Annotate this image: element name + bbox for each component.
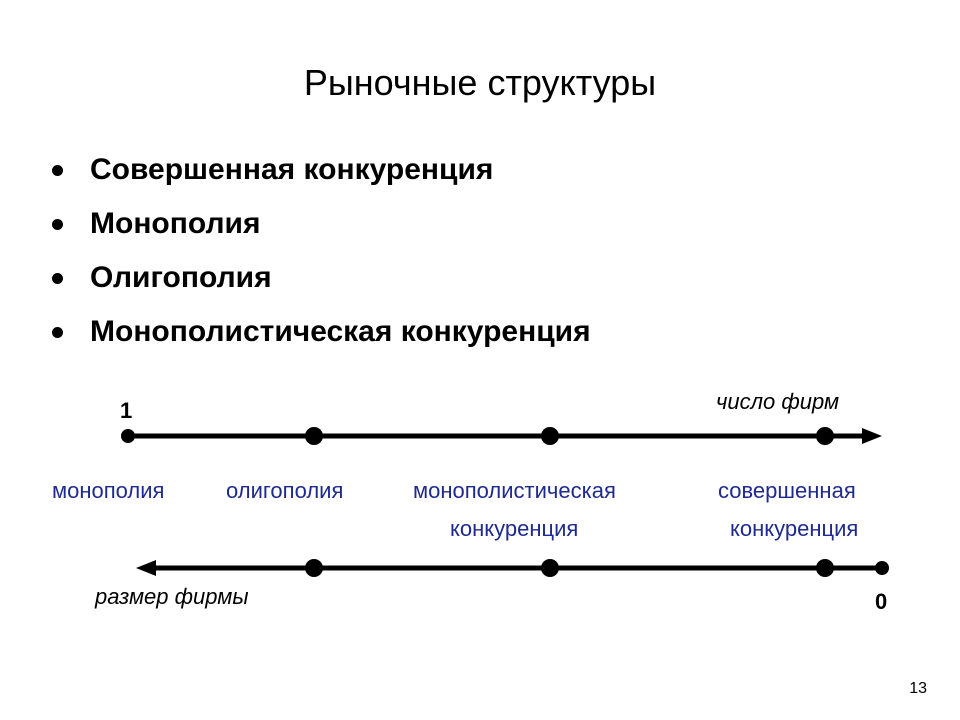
bullet-item-oligopoly: Олигополия — [44, 256, 591, 310]
bullet-icon — [52, 273, 63, 284]
label-monopolistic-line1: монополистическая — [413, 478, 616, 503]
top-axis-caption: число фирм — [716, 389, 840, 414]
slide-number: 13 — [909, 680, 927, 697]
bullet-list: Совершенная конкуренция Монополия Олигоп… — [44, 148, 591, 364]
bullet-icon — [52, 219, 63, 230]
bullet-item-monopoly: Монополия — [44, 202, 591, 256]
bullet-text: Монополистическая конкуренция — [90, 315, 591, 348]
top-axis-arrowhead — [862, 428, 882, 444]
bullet-text: Монополия — [90, 207, 261, 240]
bottom-axis-end-label: 0 — [875, 589, 888, 614]
bullet-text: Совершенная конкуренция — [90, 153, 494, 186]
bottom-axis-point-monopolistic — [541, 559, 559, 577]
label-monopoly: монополия — [52, 478, 165, 503]
label-perfect-line1: совершенная — [718, 478, 856, 503]
bullet-text: Олигополия — [90, 261, 272, 294]
bottom-axis-caption: размер фирмы — [95, 584, 249, 609]
bottom-axis-arrowhead — [136, 560, 156, 576]
top-axis-point-monopolistic — [541, 427, 559, 445]
top-axis-point-monopoly — [121, 429, 135, 443]
bottom-axis-point-perfect — [816, 559, 834, 577]
bullet-item-perfect-competition: Совершенная конкуренция — [44, 148, 591, 202]
bullet-icon — [52, 165, 63, 176]
bottom-axis-point-oligopoly — [305, 559, 323, 577]
label-monopolistic-line2: конкуренция — [450, 516, 579, 541]
label-perfect-line2: конкуренция — [730, 516, 859, 541]
top-axis-point-oligopoly — [305, 427, 323, 445]
bullet-icon — [52, 327, 63, 338]
bullet-item-monopolistic-competition: Монополистическая конкуренция — [44, 310, 591, 364]
label-oligopoly: олигополия — [226, 478, 344, 503]
bottom-axis-point-zero — [875, 561, 889, 575]
top-axis-point-perfect — [816, 427, 834, 445]
top-axis-start-label: 1 — [120, 398, 133, 423]
slide-title: Рыночные структуры — [303, 62, 657, 103]
